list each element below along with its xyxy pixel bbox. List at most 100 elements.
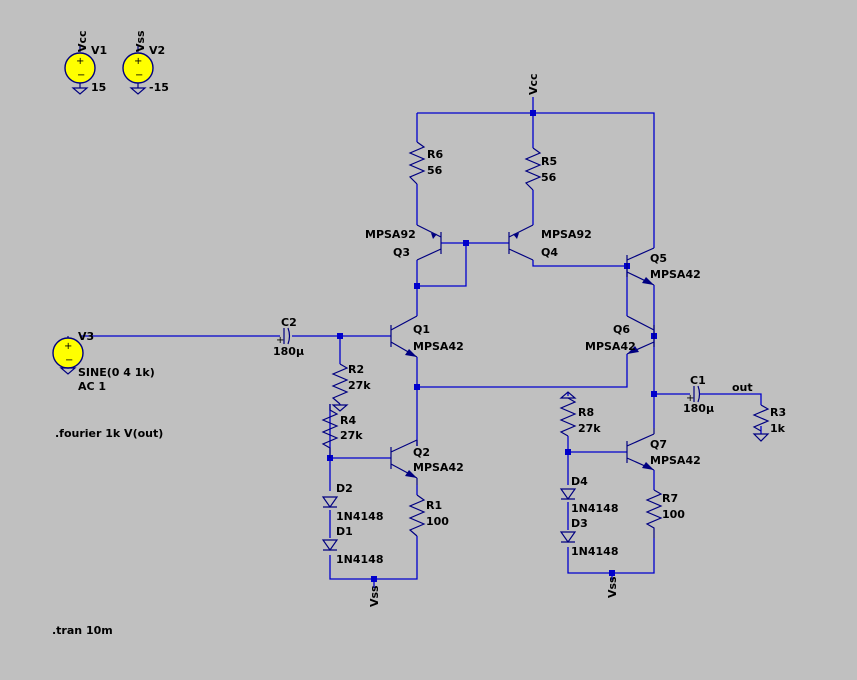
transistor-q7[interactable]: Q7 MPSA42 [626, 428, 701, 471]
minus-sign: − [65, 355, 73, 366]
resistor-r4[interactable]: R4 27k [321, 404, 363, 458]
resistor-r7[interactable]: R7 100 [645, 489, 685, 538]
diode-icon [559, 488, 577, 501]
ground-icon [129, 87, 147, 95]
diode-d3[interactable]: D3 1N4148 [559, 517, 618, 558]
diode-icon [559, 531, 577, 544]
source-ac-value: AC 1 [78, 380, 106, 393]
plus-sign: + [64, 341, 72, 352]
resistor-r3[interactable]: R3 1k [752, 404, 786, 442]
junction [337, 333, 343, 339]
component-name: Q6 [613, 323, 630, 336]
resistor-r6[interactable]: R6 56 [408, 141, 443, 185]
component-value: 100 [662, 508, 685, 521]
transistor-q2[interactable]: Q2 MPSA42 [390, 439, 464, 485]
junction [371, 576, 377, 582]
wire-q6e-bus[interactable] [417, 354, 628, 388]
source-name: V2 [149, 44, 165, 57]
spice-directive-tran[interactable]: .tran 10m [52, 624, 113, 637]
component-name: Q5 [650, 252, 667, 265]
net-label-vcc: Vcc [527, 73, 540, 95]
resistor-r1[interactable]: R1 100 [408, 494, 449, 537]
capacitor-c1[interactable]: + C1 180µ [683, 374, 714, 415]
resistor-icon [524, 147, 542, 191]
capacitor-icon [283, 327, 291, 345]
wire-q4-q5[interactable] [532, 260, 627, 267]
ground-icon [331, 404, 349, 412]
diode-d2[interactable]: D2 1N4148 [321, 482, 383, 523]
component-model: 1N4148 [571, 502, 618, 515]
component-name: C2 [281, 316, 297, 329]
polarity-plus: + [276, 335, 284, 346]
transistor-q5[interactable]: Q5 MPSA42 [626, 247, 701, 286]
component-name: Q7 [650, 438, 667, 451]
transistor-q3[interactable]: MPSA92 Q3 [365, 224, 442, 261]
component-model: 1N4148 [571, 545, 618, 558]
component-value: 27k [578, 422, 601, 435]
component-name: Q1 [413, 323, 430, 336]
component-name: R4 [340, 414, 356, 427]
minus-sign: − [77, 70, 85, 81]
junction [414, 384, 420, 390]
component-model: MPSA42 [413, 340, 464, 353]
component-name: C1 [690, 374, 706, 387]
resistor-icon [408, 141, 426, 185]
resistor-r2[interactable]: R2 27k [331, 363, 371, 412]
transistor-q4[interactable]: MPSA92 Q4 [508, 224, 592, 261]
resistor-icon [331, 363, 349, 405]
wires [67, 97, 762, 588]
junction [463, 240, 469, 246]
transistor-q6[interactable]: Q6 MPSA42 [585, 315, 655, 355]
junction [530, 110, 536, 116]
emitter-arrow-icon [513, 233, 519, 239]
component-value: 56 [541, 171, 557, 184]
wire-output[interactable] [654, 393, 762, 405]
component-value: 27k [340, 429, 363, 442]
component-model: 1N4148 [336, 553, 383, 566]
junction [651, 391, 657, 397]
resistor-icon [645, 489, 663, 538]
net-label-vss: Vss [606, 576, 619, 598]
wire-right-bias[interactable] [567, 436, 655, 574]
ground-icon [752, 433, 770, 442]
component-model: MPSA92 [541, 228, 592, 241]
resistor-r5[interactable]: R5 56 [524, 147, 557, 191]
net-label-vss: Vss [134, 30, 147, 52]
component-value: 180µ [273, 345, 304, 358]
source-v2[interactable]: + − Vss V2 -15 [122, 30, 169, 95]
diode-d4[interactable]: D4 1N4148 [559, 475, 618, 515]
component-value: 27k [348, 379, 371, 392]
emitter-arrow-icon [627, 346, 639, 354]
spice-directive-fourier[interactable]: .fourier 1k V(out) [55, 427, 163, 440]
wire-vcc-rail[interactable] [417, 112, 655, 248]
plus-sign: + [76, 56, 84, 67]
net-label-vcc: Vcc [76, 30, 89, 52]
diode-d1[interactable]: D1 1N4148 [321, 525, 383, 566]
component-name: Q3 [393, 246, 410, 259]
wire-mirror-diode[interactable] [417, 243, 467, 287]
component-model: MPSA42 [650, 454, 701, 467]
component-name: D4 [571, 475, 588, 488]
component-model: MPSA92 [365, 228, 416, 241]
polarity-plus: + [686, 393, 694, 404]
component-name: R6 [427, 148, 443, 161]
source-v3[interactable]: + − V3 SINE(0 4 1k) AC 1 [52, 330, 155, 393]
source-name: V3 [78, 330, 94, 343]
source-name: V1 [91, 44, 107, 57]
component-model: MPSA42 [585, 340, 636, 353]
component-value: 100 [426, 515, 449, 528]
resistor-icon [321, 404, 339, 458]
component-name: R1 [426, 499, 442, 512]
pnp-transistor-icon [508, 224, 534, 261]
pnp-transistor-icon [416, 224, 442, 261]
transistor-q1[interactable]: Q1 MPSA42 [390, 315, 464, 358]
emitter-arrow-icon [405, 349, 417, 357]
capacitor-c2[interactable]: + C2 180µ [273, 316, 304, 358]
component-name: R5 [541, 155, 557, 168]
source-v1[interactable]: + − Vcc V1 15 [64, 30, 107, 95]
source-value: SINE(0 4 1k) [78, 366, 155, 379]
resistor-r8[interactable]: R8 27k [559, 391, 601, 437]
junction [414, 283, 420, 289]
ground-icon [59, 367, 77, 375]
